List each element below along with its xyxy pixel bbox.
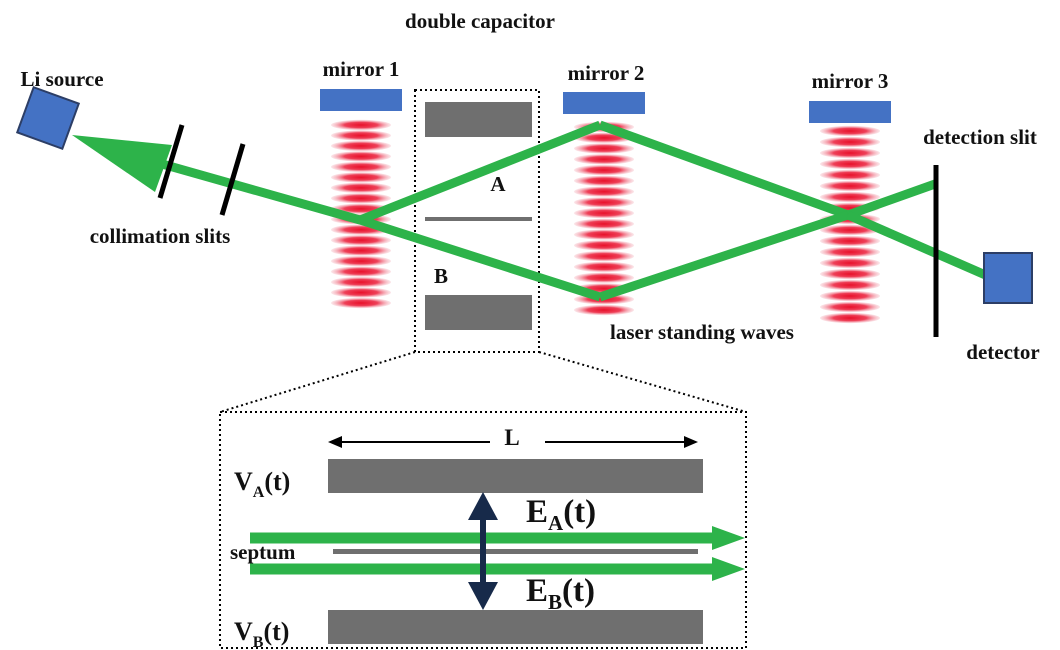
length-label: L [504, 425, 519, 450]
capacitor-plate-top [425, 102, 532, 137]
beam-path-a-2 [598, 120, 850, 220]
laser-node [331, 287, 391, 298]
laser-node [820, 268, 880, 280]
beam-path-b-1 [358, 215, 602, 302]
field-b-label: EB(t) [526, 573, 595, 614]
laser-node [820, 191, 880, 203]
inset-plate-b [328, 610, 703, 644]
beam-path-b-2 [598, 210, 850, 302]
laser-node [820, 246, 880, 258]
detector-box [983, 252, 1033, 304]
mirror-2-label: mirror 2 [568, 61, 645, 85]
collimation-slit-2 [219, 143, 246, 216]
collimation-slits-label: collimation slits [90, 224, 231, 248]
detection-slit-label: detection slit [923, 125, 1037, 149]
laser-node [331, 276, 391, 288]
laser-node [574, 229, 634, 240]
length-arrowhead-left [328, 436, 342, 448]
beam-arrowhead [72, 135, 172, 192]
laser-node [331, 172, 391, 183]
inset-plate-a [328, 459, 703, 493]
voltage-b-label: VB(t) [234, 617, 289, 650]
laser-node [331, 151, 391, 162]
laser-node [820, 125, 880, 137]
laser-node [574, 251, 634, 262]
laser-node [820, 158, 880, 170]
laser-node [574, 218, 634, 230]
inset-septum [333, 549, 698, 554]
laser-node [574, 240, 634, 251]
laser-node [820, 301, 880, 313]
atom-beams [93, 120, 992, 302]
laser-node [820, 224, 880, 236]
laser-node [574, 261, 634, 273]
laser-node [331, 119, 391, 131]
laser-node [574, 175, 634, 186]
mirror-3 [809, 101, 891, 123]
capacitor-box [414, 89, 540, 353]
mirror-2 [563, 92, 645, 114]
zoom-line-right [538, 351, 747, 413]
laser-node [820, 180, 880, 192]
laser-node [574, 154, 634, 165]
inset-box [219, 411, 747, 649]
septum-label: septum [230, 540, 296, 564]
laser-node [574, 197, 634, 208]
laser-standing-waves-label: laser standing waves [610, 320, 794, 344]
laser-node [331, 182, 391, 193]
laser-node [331, 297, 391, 309]
laser-node [820, 257, 880, 269]
li-source-box [15, 85, 81, 151]
beam-path-a-1 [358, 120, 602, 225]
length-arrowhead-right [684, 436, 698, 448]
inset-beam-lower-arrowhead [712, 557, 745, 581]
laser-node [574, 207, 634, 219]
laser-node [331, 255, 391, 267]
laser-node [820, 312, 880, 324]
laser-node [820, 169, 880, 181]
field-arrowhead-up [468, 492, 498, 520]
laser-node [331, 130, 391, 141]
inset-beam-upper-arrowhead [712, 526, 745, 550]
double-capacitor-label: double capacitor [405, 9, 555, 33]
zoom-line-left [219, 351, 416, 413]
mirror-3-label: mirror 3 [812, 69, 889, 93]
laser-node [574, 304, 634, 316]
collimation-slit-1 [157, 124, 185, 199]
path-a-label: A [490, 172, 506, 196]
li-source-label: Li source [20, 67, 103, 91]
field-a-label: EA(t) [526, 494, 596, 535]
laser-node [574, 143, 634, 154]
laser-node [331, 266, 391, 277]
laser-node [331, 245, 391, 256]
septum-plate [425, 217, 532, 221]
laser-node [820, 279, 880, 291]
beam-output-up [846, 179, 937, 220]
laser-node [331, 235, 391, 246]
field-arrowhead-down [468, 582, 498, 610]
mirror-1-label: mirror 1 [323, 57, 400, 81]
detector-label: detector [966, 340, 1039, 364]
laser-node [820, 136, 880, 148]
laser-node [820, 235, 880, 247]
voltage-a-label: VA(t) [234, 467, 290, 501]
laser-node [574, 272, 634, 283]
laser-node [331, 161, 391, 173]
capacitor-plate-bottom [425, 295, 532, 330]
laser-node [574, 186, 634, 197]
laser-node [820, 147, 880, 159]
path-b-label: B [434, 264, 448, 288]
beam-output-down [846, 210, 992, 282]
mirror-1 [320, 89, 402, 111]
laser-node [331, 193, 391, 204]
laser-node [574, 164, 634, 176]
laser-node [331, 140, 391, 152]
laser-node [820, 290, 880, 302]
